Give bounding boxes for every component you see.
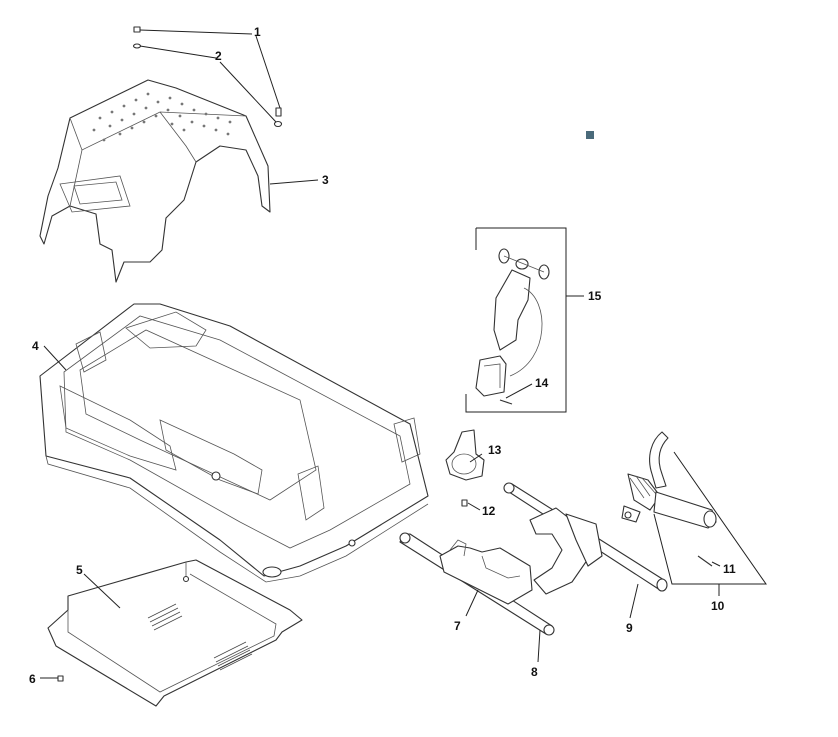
callout-2: 2: [215, 49, 222, 63]
part-1-screw: [133, 26, 282, 117]
callout-7: 7: [454, 619, 461, 633]
callout-1: 1: [254, 25, 261, 39]
callout-9: 9: [626, 621, 633, 635]
part-3-top-cover: [39, 79, 271, 283]
callout-6: 6: [29, 672, 36, 686]
square-marker: [586, 131, 594, 139]
part-11-pin: [697, 555, 713, 567]
part-13-cap: [445, 429, 485, 481]
callout-10: 10: [711, 599, 725, 613]
part-10-reamer: [621, 431, 717, 529]
callout-14: 14: [535, 376, 549, 390]
callout-5: 5: [76, 563, 83, 577]
callout-3: 3: [322, 173, 329, 187]
callout-11: 11: [723, 562, 736, 576]
part-7-carriage: [439, 539, 533, 605]
callout-4: 4: [32, 339, 39, 353]
part-6-screw: [57, 675, 64, 682]
callout-15: 15: [588, 289, 602, 303]
part-15-tubing-cutter: [465, 227, 567, 413]
callout-13: 13: [488, 443, 502, 457]
part-5-tray-plate: [47, 559, 303, 707]
callout-8: 8: [531, 665, 538, 679]
callouts: 1 2 3 4 5 6 7 8 9 10 11 12 13 14 15: [29, 25, 736, 686]
part-12-screw: [461, 499, 468, 507]
part-4-base-tray: [39, 303, 429, 583]
leader-lines: [40, 29, 767, 679]
part-9-frame: [503, 482, 668, 595]
callout-12: 12: [482, 504, 496, 518]
